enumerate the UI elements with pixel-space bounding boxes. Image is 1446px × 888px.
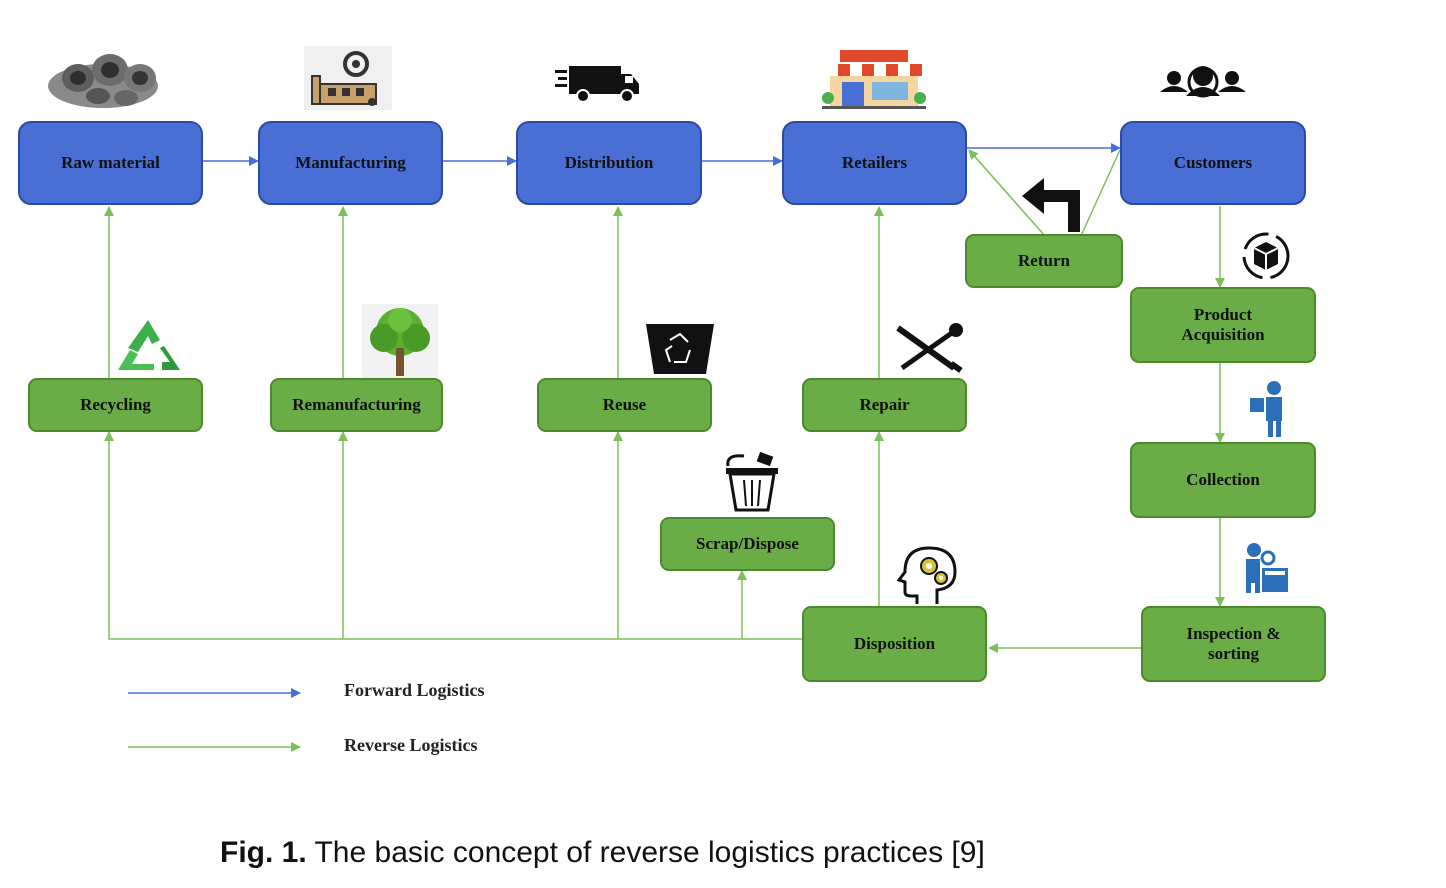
return-arrow-icon <box>1022 178 1080 232</box>
delivery-truck-icon <box>555 66 639 103</box>
recycle-bin-icon <box>646 324 714 374</box>
node-collection: Collection <box>1130 442 1316 518</box>
caption-label: Fig. 1. <box>220 836 307 869</box>
node-return: Return <box>965 234 1123 288</box>
node-manufacturing: Manufacturing <box>258 121 443 205</box>
worker-carrying-box-icon <box>1250 381 1282 437</box>
node-recycling: Recycling <box>28 378 203 432</box>
node-retailers: Retailers <box>782 121 967 205</box>
node-disposition: Disposition <box>802 606 987 682</box>
node-distribution: Distribution <box>516 121 702 205</box>
recycle-icon <box>118 320 180 370</box>
customers-group-icon <box>1160 66 1246 98</box>
wrench-screwdriver-icon <box>896 323 963 373</box>
head-gears-icon <box>896 546 957 604</box>
node-inspection-sorting: Inspection & sorting <box>1141 606 1326 682</box>
legend-reverse-label: Reverse Logistics <box>344 735 478 755</box>
retail-store-icon <box>822 50 926 109</box>
caption-text: The basic concept of reverse logistics p… <box>306 836 985 869</box>
node-product-acquisition: Product Acquisition <box>1130 287 1316 363</box>
arrow-return-to-retailers <box>968 149 1046 237</box>
factory-gear-icon <box>304 46 392 110</box>
worker-inspecting-icon <box>1246 543 1288 593</box>
node-scrap-dispose: Scrap/Dispose <box>660 517 835 571</box>
green-tree-icon <box>362 304 438 378</box>
node-customers: Customers <box>1120 121 1306 205</box>
legend-forward-label: Forward Logistics <box>344 680 485 700</box>
figure-caption: Fig. 1. The basic concept of reverse log… <box>220 836 985 870</box>
trash-bin-icon <box>726 451 778 512</box>
arrow-customers-to-return <box>1079 149 1121 239</box>
trunk-line <box>104 431 802 640</box>
box-cycle-icon <box>1242 232 1290 280</box>
node-remanufacturing: Remanufacturing <box>270 378 443 432</box>
node-repair: Repair <box>802 378 967 432</box>
node-raw-material: Raw material <box>18 121 203 205</box>
metal-pipes-icon <box>48 54 158 108</box>
node-reuse: Reuse <box>537 378 712 432</box>
